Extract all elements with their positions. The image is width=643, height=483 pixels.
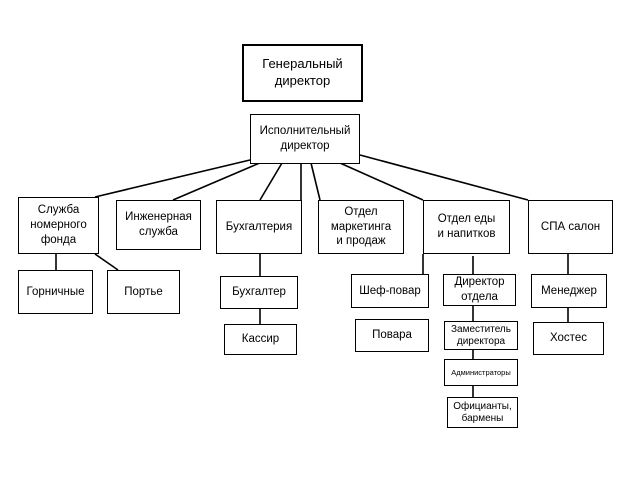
dept-marketing: Отдел маркетинга и продаж	[318, 200, 404, 254]
exec-director-label: Исполнительный директор	[259, 125, 351, 152]
staff-porter-label: Портье	[124, 285, 163, 298]
connector	[172, 161, 263, 201]
staff-deputy: Заместитель директора	[444, 321, 518, 350]
staff-porter: Портье	[107, 270, 180, 314]
staff-chef-label: Шеф-повар	[359, 284, 421, 297]
staff-maids-label: Горничные	[26, 285, 85, 298]
dept-housekeeping: Служба номерного фонда	[18, 197, 99, 254]
staff-hostess-label: Хостес	[550, 332, 587, 345]
dept-marketing-label: Отдел маркетинга и продаж	[330, 205, 392, 248]
connector	[94, 253, 119, 271]
connector	[359, 154, 529, 201]
staff-fnb-director: Директор отдела	[443, 274, 516, 306]
staff-admins: Администраторы	[444, 359, 518, 386]
staff-deputy-label: Заместитель директора	[451, 323, 511, 347]
dept-engineering: Инженерная служба	[116, 200, 201, 250]
staff-fnb-director-label: Директор отдела	[454, 276, 505, 303]
dept-accounting: Бухгалтерия	[216, 200, 302, 254]
staff-accountant-label: Бухгалтер	[232, 286, 286, 299]
staff-cooks-label: Повара	[372, 329, 412, 342]
staff-waiters-label: Официанты, бармены	[453, 400, 512, 424]
staff-accountant: Бухгалтер	[220, 276, 298, 309]
dept-fnb-label: Отдел еды и напитков	[437, 213, 496, 240]
staff-maids: Горничные	[18, 270, 93, 314]
staff-hostess: Хостес	[533, 322, 604, 355]
dept-fnb: Отдел еды и напитков	[423, 200, 510, 254]
connector	[310, 162, 321, 201]
staff-waiters: Официанты, бармены	[447, 397, 518, 428]
connector	[339, 162, 424, 201]
staff-manager-label: Менеджер	[541, 284, 597, 297]
ceo-label: Генеральный директор	[262, 56, 343, 88]
staff-chef: Шеф-повар	[351, 274, 429, 308]
dept-engineering-label: Инженерная служба	[125, 211, 192, 238]
staff-admins-label: Администраторы	[451, 367, 511, 377]
dept-spa: СПА салон	[528, 200, 613, 254]
staff-cashier-label: Кассир	[241, 333, 280, 346]
connector	[94, 159, 251, 198]
exec-director-box: Исполнительный директор	[250, 114, 360, 164]
staff-cashier: Кассир	[224, 324, 297, 355]
staff-manager: Менеджер	[531, 274, 607, 308]
dept-accounting-label: Бухгалтерия	[225, 220, 293, 233]
connector	[259, 162, 283, 201]
ceo-box: Генеральный директор	[242, 44, 363, 102]
staff-cooks: Повара	[355, 319, 429, 352]
dept-spa-label: СПА салон	[540, 220, 601, 233]
dept-housekeeping-label: Служба номерного фонда	[30, 204, 87, 246]
